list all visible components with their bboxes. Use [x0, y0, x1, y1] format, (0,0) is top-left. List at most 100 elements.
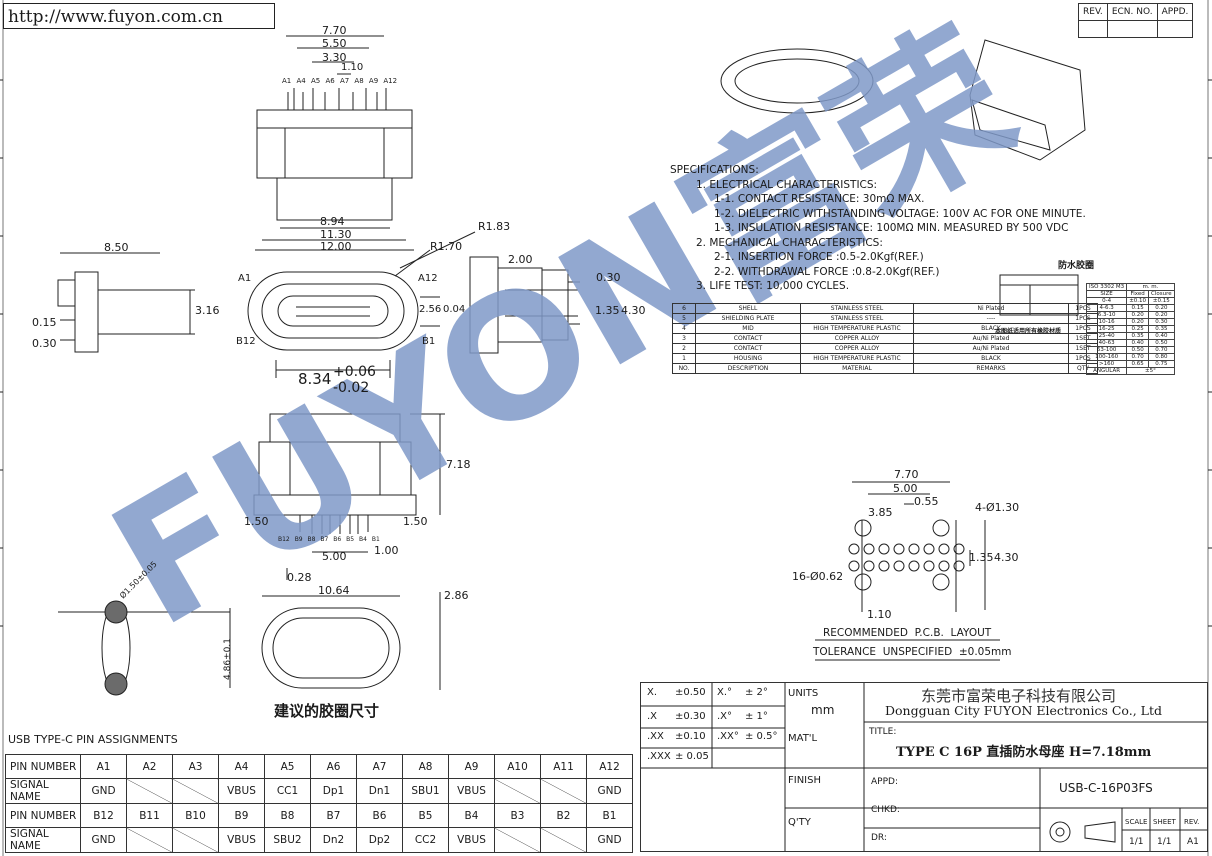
pin-label: B9: [294, 536, 303, 543]
tolerance-cell: 0.80: [1148, 353, 1175, 361]
tolerance-cell: Closure: [1148, 290, 1175, 298]
tolerance-row: ANGULAR±5°: [1085, 367, 1175, 375]
tolerance-row: 0-4±0.10±0.15: [1085, 297, 1175, 305]
specifications: SPECIFICATIONS: 1. ELECTRICAL CHARACTERI…: [670, 163, 1086, 294]
tolerance-entry: .X°: [717, 711, 733, 722]
pin-number-cell: B1: [586, 803, 633, 828]
appd-label: APPD:: [871, 777, 898, 787]
tolerance-entry: ±0.50: [675, 687, 706, 698]
tolerance-entry: ± 2°: [745, 687, 768, 698]
pin-number-cell: A5: [264, 754, 311, 779]
pin-number-cell: B8: [264, 803, 311, 828]
dim-label: 8.50: [104, 241, 129, 254]
pin-row-label: SIGNAL NAME: [5, 827, 81, 853]
tolerance-cell: 10-16: [1085, 318, 1128, 326]
bom-cell: HOUSING: [695, 353, 801, 364]
signal-name-cell: [494, 778, 541, 804]
pin-number-cell: B2: [540, 803, 587, 828]
dim-label: 5.00: [893, 482, 918, 495]
dim-label: 11.30: [320, 228, 352, 241]
tolerance-cell: 0.25: [1126, 325, 1150, 333]
dim-label: 5.50: [322, 37, 347, 50]
signal-name-cell: [540, 778, 587, 804]
tolerance-cell: 40-63: [1085, 339, 1128, 347]
tolerance-cell: 0.50: [1148, 339, 1175, 347]
dim-label: 2.00: [508, 253, 533, 266]
tolerance-cell: 4-6.3: [1085, 304, 1128, 312]
bom-cell: COPPER ALLOY: [800, 333, 914, 344]
signal-name-cell: CC1: [264, 778, 311, 804]
spec-line: 1-3. INSULATION RESISTANCE: 100MΩ MIN. M…: [714, 222, 1069, 234]
dim-label: 10.64: [318, 584, 350, 597]
tolerance-cell: 63-100: [1085, 346, 1128, 354]
pin-number-cell: B7: [310, 803, 357, 828]
waterproof-note: 本图纸适用所有橡胶材质: [995, 328, 1062, 335]
signal-name-cell: SBU1: [402, 778, 449, 804]
tolerance-cell: ANGULAR: [1085, 367, 1128, 375]
tolerance-cell: 0.70: [1148, 346, 1175, 354]
bom-cell: REMARKS: [913, 363, 1069, 374]
pin-number-cell: B10: [172, 803, 219, 828]
pin-number-cell: B6: [356, 803, 403, 828]
spec-line: 3. LIFE TEST: 10,000 CYCLES.: [696, 280, 850, 292]
pin-number-cell: A2: [126, 754, 173, 779]
bom-cell: Au/Ni Plated: [913, 333, 1069, 344]
tolerance-cell: 0.75: [1148, 360, 1175, 368]
bom-cell: HIGH TEMPERATURE PLASTIC: [800, 323, 914, 334]
pin-number-cell: B12: [80, 803, 127, 828]
pin-row-label: SIGNAL NAME: [5, 778, 81, 804]
dim-label: 8.34: [298, 370, 332, 388]
pin-label: B5: [346, 536, 355, 543]
tolerance-cell: 0.20: [1148, 304, 1175, 312]
dim-label: 1.00: [374, 544, 399, 557]
dim-label: 0.04: [443, 304, 466, 315]
bom-cell: HIGH TEMPERATURE PLASTIC: [800, 353, 914, 364]
bom-cell: 4: [672, 323, 696, 334]
tolerance-cell: 0.35: [1148, 325, 1175, 333]
tolerance-cell: ISO 3302 M3: [1085, 283, 1128, 291]
pin-label: A5: [310, 77, 321, 85]
pin-label: B12: [278, 536, 290, 543]
bom-cell: STAINLESS STEEL: [800, 313, 914, 324]
tolerance-cell: 0.65: [1126, 360, 1150, 368]
tolerance-entry: X.: [647, 687, 658, 698]
pin-number-cell: A8: [402, 754, 449, 779]
scale-label: SCALE: [1125, 818, 1148, 826]
bom-cell: ----: [913, 313, 1069, 324]
dim-label: 3.85: [868, 506, 893, 519]
tolerance-entry: .XX°: [717, 731, 739, 742]
pin-label: A4: [296, 77, 306, 85]
bom-cell: 2: [672, 343, 696, 354]
tolerance-entry: .X: [647, 711, 658, 722]
tolerance-cell: 0.20: [1126, 318, 1150, 326]
dim-label: 1.10: [341, 62, 364, 73]
pin-label: A8: [354, 77, 364, 85]
pin-number-cell: A4: [218, 754, 265, 779]
tolerance-cell: 100-160: [1085, 353, 1128, 361]
dim-label: 2.86: [444, 589, 469, 602]
signal-name-cell: CC2: [402, 827, 449, 853]
pin-row-label: PIN NUMBER: [5, 754, 81, 779]
bom-cell: MATERIAL: [800, 363, 914, 374]
dim-label: -0.02: [333, 380, 370, 396]
signal-name-cell: GND: [80, 778, 127, 804]
rev-value: A1: [1187, 837, 1199, 847]
signal-name-cell: Dp1: [310, 778, 357, 804]
website-url[interactable]: http://www.fuyon.com.cn: [3, 3, 275, 29]
bom-cell: 6: [672, 303, 696, 314]
signal-name-cell: VBUS: [218, 778, 265, 804]
signal-name-cell: VBUS: [448, 778, 495, 804]
pin-number-cell: A10: [494, 754, 541, 779]
